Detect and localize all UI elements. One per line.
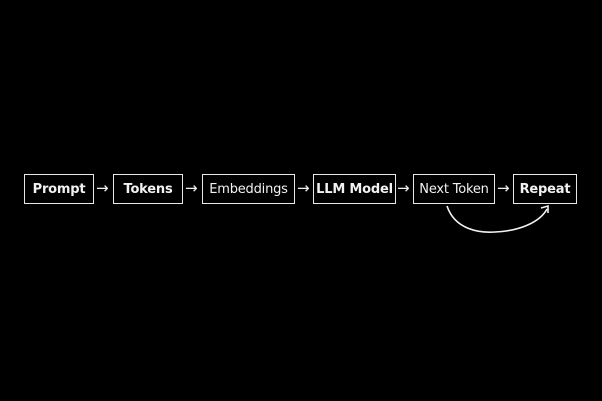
arrow-right-icon: → [497,179,510,197]
node-repeat-label: Repeat [519,181,571,197]
node-embeddings: Embeddings [202,174,295,204]
node-embeddings-label: Embeddings [209,181,288,197]
node-llm-model-label: LLM Model [316,181,393,197]
arrow-right-icon: → [96,179,109,197]
node-tokens-label: Tokens [123,181,173,197]
node-prompt: Prompt [24,174,94,204]
node-next-token: Next Token [413,174,495,204]
node-llm-model: LLM Model [313,174,396,204]
arrow-right-icon: → [397,179,410,197]
node-next-token-label: Next Token [419,181,489,197]
node-tokens: Tokens [113,174,183,204]
arrow-right-icon: → [297,179,310,197]
node-prompt-label: Prompt [32,181,86,197]
arrow-right-icon: → [185,179,198,197]
node-repeat: Repeat [513,174,577,204]
